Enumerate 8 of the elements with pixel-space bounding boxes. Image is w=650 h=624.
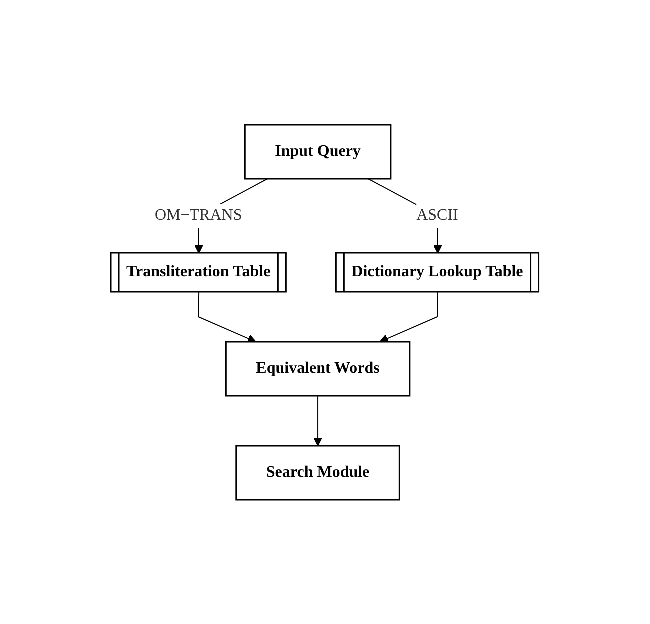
node-box: Input Query xyxy=(244,124,392,180)
arrow xyxy=(380,292,439,342)
node-box: Search Module xyxy=(236,444,401,500)
node-box: Equivalent Words xyxy=(226,340,411,396)
edge-label: OM−TRANS xyxy=(155,206,242,224)
arrow xyxy=(314,395,323,446)
edge-label: ASCII xyxy=(416,206,458,224)
arrow xyxy=(198,292,257,342)
